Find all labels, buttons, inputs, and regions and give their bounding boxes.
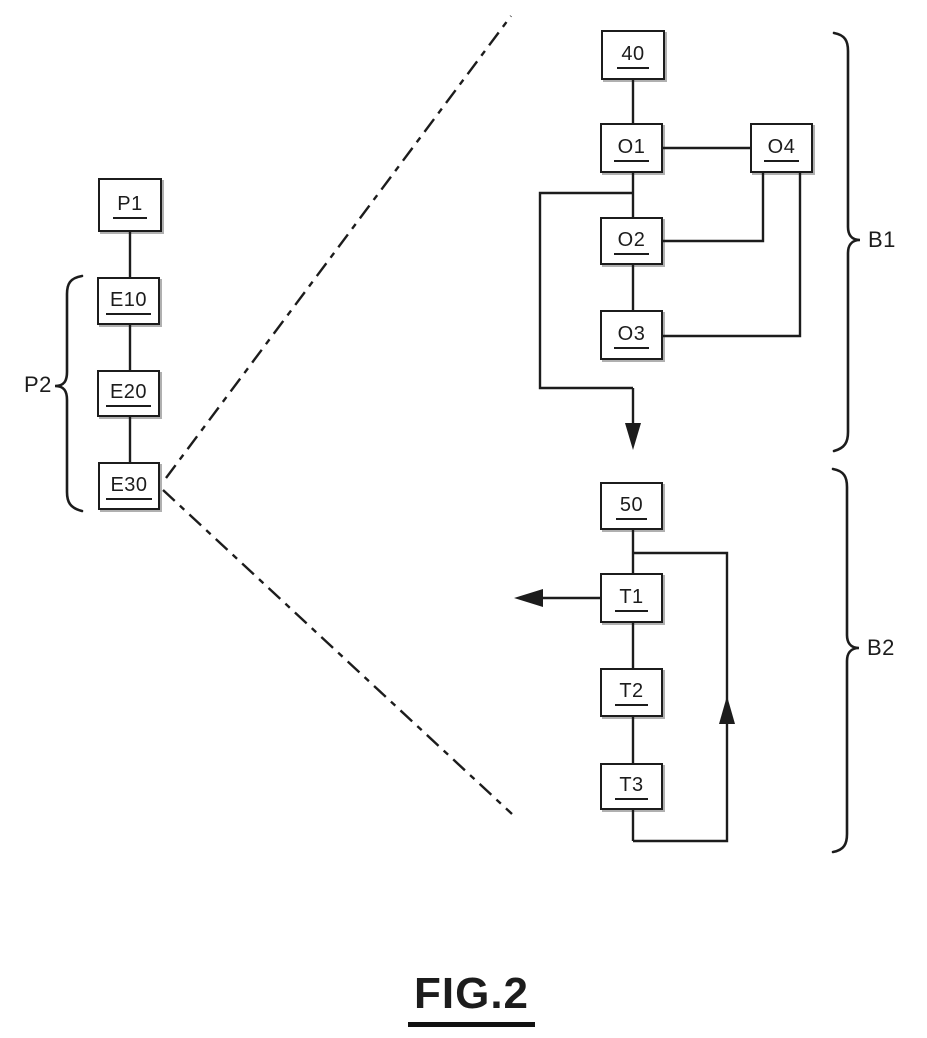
node-e10: E10: [97, 277, 160, 325]
brace-label-b1: B1: [868, 227, 896, 252]
node-t2-label: T2: [615, 679, 648, 706]
brace-label-p2: P2: [24, 372, 52, 397]
node-40-label: 40: [617, 42, 649, 69]
node-o3-label: O3: [613, 322, 650, 349]
brace-label-b2: B2: [867, 635, 895, 660]
node-50-label: 50: [615, 493, 648, 520]
node-p1-label: P1: [113, 192, 147, 219]
brace-p2: [54, 274, 84, 513]
node-t3-label: T3: [615, 773, 648, 800]
node-e10-label: E10: [105, 288, 152, 315]
node-o1-label: O1: [613, 135, 650, 162]
connector-o4-o2: [663, 173, 765, 243]
brace-b1: [832, 31, 861, 453]
node-p1: P1: [98, 178, 162, 232]
node-t1: T1: [600, 573, 663, 623]
node-o2-label: O2: [613, 228, 650, 255]
node-o3: O3: [600, 310, 663, 360]
node-50: 50: [600, 482, 663, 530]
arrowhead-up-icon: [719, 696, 735, 724]
node-t2: T2: [600, 668, 663, 717]
figure-caption: FIG.2: [408, 969, 536, 1027]
expansion-dashed-line-lower: [162, 489, 513, 815]
arrowhead-left-icon: [514, 589, 543, 607]
node-e30: E30: [98, 462, 160, 510]
connector-o4-o3: [663, 173, 802, 338]
node-o4: O4: [750, 123, 813, 173]
node-e20-label: E20: [105, 380, 152, 407]
arrowhead-down-icon: [625, 423, 641, 450]
node-o1: O1: [600, 123, 663, 173]
expansion-dashed-line-upper: [165, 15, 512, 479]
node-40: 40: [601, 30, 665, 80]
node-e20: E20: [97, 370, 160, 417]
node-e30-label: E30: [106, 473, 152, 500]
b1-bypass-loop: [538, 191, 633, 390]
node-t1-label: T1: [615, 585, 648, 612]
node-o4-label: O4: [763, 135, 800, 162]
node-t3: T3: [600, 763, 663, 810]
brace-b2: [831, 467, 860, 854]
node-o2: O2: [600, 217, 663, 265]
